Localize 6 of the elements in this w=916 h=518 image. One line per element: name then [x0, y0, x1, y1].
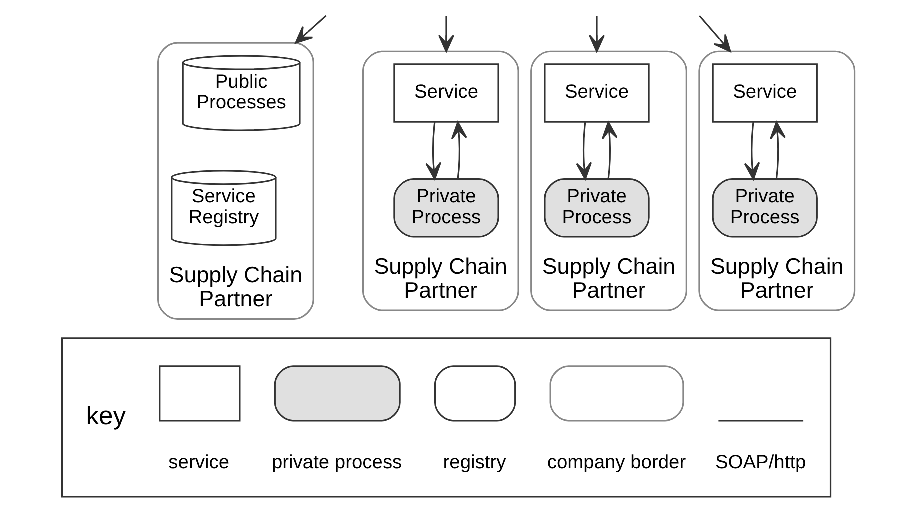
legend-label: registry — [442, 452, 506, 474]
legend-label: service — [168, 452, 230, 474]
legend-label: SOAP/http — [714, 452, 806, 474]
label: key — [86, 402, 126, 431]
legend-label: company border — [546, 452, 686, 474]
legend-label: private process — [271, 452, 402, 474]
